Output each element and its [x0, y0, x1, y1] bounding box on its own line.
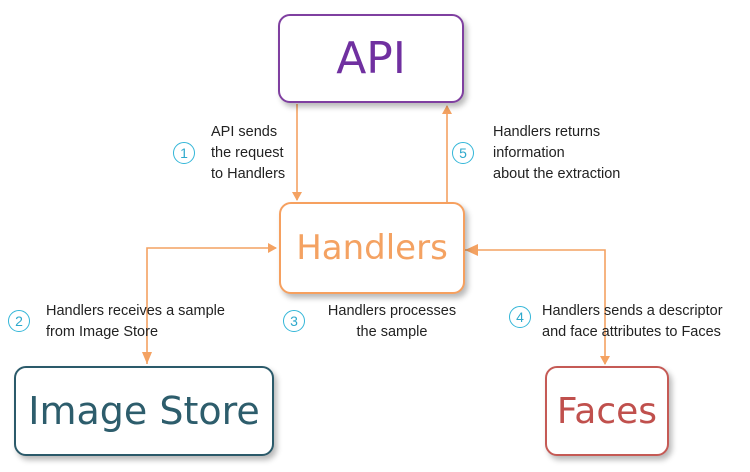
step-3-line-1: Handlers processes — [327, 303, 457, 319]
handlers-box: Handlers — [279, 202, 465, 294]
step-5-label: Handlers returns information about the e… — [493, 122, 620, 185]
step-1-number: 1 — [173, 142, 195, 164]
step-1-line-3: to Handlers — [211, 166, 286, 182]
image-store-box: Image Store — [14, 366, 274, 456]
step-5-line-2: information — [493, 145, 565, 161]
step-3-line-2: the sample — [356, 324, 428, 340]
api-box-label: API — [336, 33, 406, 84]
arrow-head-to-image-store — [142, 352, 152, 364]
step-2-line-2: from Image Store — [46, 324, 159, 340]
arrow-head-from-handlers — [465, 244, 478, 256]
step-4-line-1: Handlers sends a descriptor — [542, 303, 723, 319]
step-4-line-2: and face attributes to Faces — [542, 324, 721, 340]
step-4-number: 4 — [509, 306, 531, 328]
faces-box: Faces — [545, 366, 669, 456]
step-5-line-1: Handlers returns — [493, 124, 601, 140]
step-2-number: 2 — [8, 310, 30, 332]
step-1-line-1: API sends — [211, 124, 278, 140]
step-5-number: 5 — [452, 142, 474, 164]
step-1-label: API sends the request to Handlers — [211, 122, 285, 185]
step-4-label: Handlers sends a descriptor and face att… — [542, 301, 723, 343]
arrow-handlers-to-faces — [465, 249, 610, 365]
step-2-label: Handlers receives a sample from Image St… — [46, 301, 225, 343]
arrow-image-store-to-handlers — [146, 243, 277, 364]
step-2-line-1: Handlers receives a sample — [46, 303, 225, 319]
step-3-number: 3 — [283, 310, 305, 332]
step-1-line-2: the request — [211, 145, 284, 161]
step-5-line-3: about the extraction — [493, 166, 621, 182]
handlers-box-label: Handlers — [296, 228, 448, 268]
faces-box-label: Faces — [556, 390, 658, 432]
image-store-box-label: Image Store — [28, 389, 260, 433]
api-box: API — [278, 14, 464, 103]
step-3-label: Handlers processes the sample — [320, 301, 464, 343]
